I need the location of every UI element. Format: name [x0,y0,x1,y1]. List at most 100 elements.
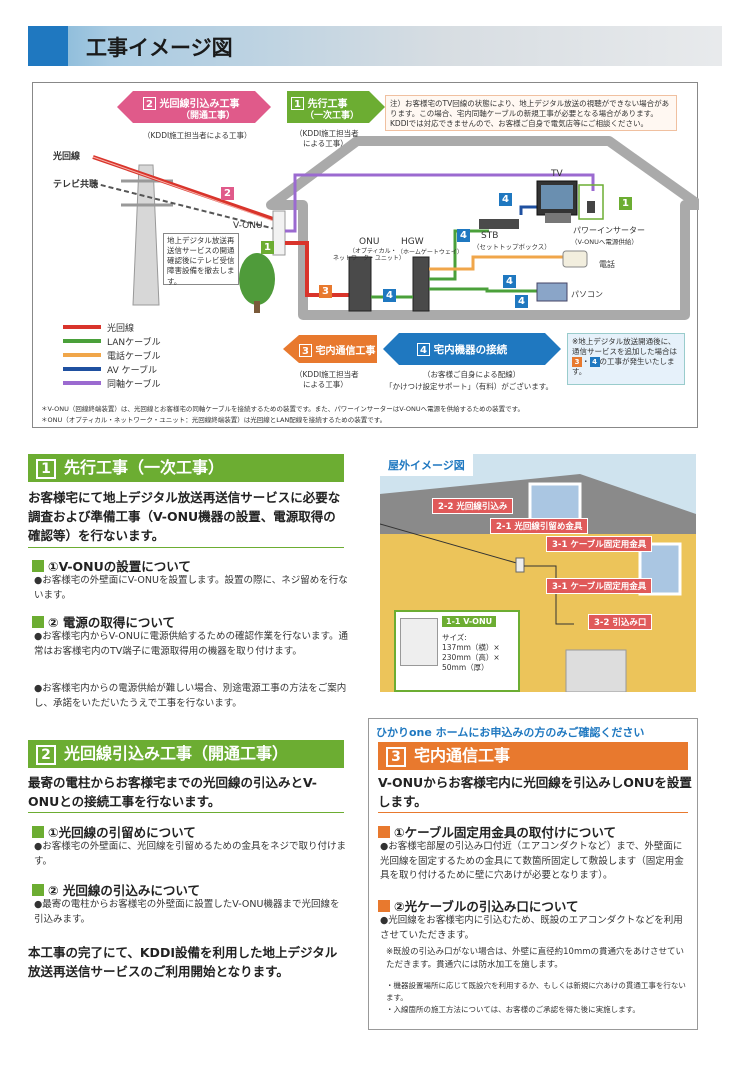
label-onu-sub2: ネットワーク・ユニット） [333,255,405,262]
arrow2-by: （KDDI施工担当者による工事） [143,131,252,140]
label-hikari: 光回線 [53,152,81,162]
section1-lead: お客様宅にて地上デジタル放送再送信サービスに必要な調査および準備工事（V-ONU… [28,490,341,543]
section2-sub1-text: ●お客様宅の外壁面に、光回線を引留めるための金具をネジで取り付けます。 [34,841,347,867]
label-stb-sub: （セットトップボックス） [473,243,551,251]
vonu-photo [400,618,438,666]
label-onu-sub1: （オプティカル・ [349,248,397,255]
badge-3-indoor: 3 [319,279,332,298]
section2-divider [28,812,344,813]
pc-device [536,282,568,302]
section1-sub1-text: ●お客様宅の外壁面にV-ONUを設置します。設置の際に、ネジ留めを行ないます。 [34,575,348,601]
section3-banner: ひかりone ホームにお申込みの方のみご確認ください [376,726,645,739]
label-tv: TV [551,169,563,179]
label-hgw-sub: （ホームゲートウェイ） [397,249,463,256]
tag-2-2: 2-2 光回線引込み [432,498,514,514]
utility-pole [132,164,160,306]
section2-sub2: ② 光回線の引込みについて [32,880,200,899]
arrow1-by-1: （KDDI施工担当者 [295,129,359,138]
arrow-4 [383,333,561,365]
construction-diagram: 2 光回線引込み工事 （開通工事） （KDDI施工担当者による工事） 1 先行工… [32,82,699,428]
arrow3-by-2: による工事） [303,380,348,389]
footnote-1: ＊V-ONU（回線終端装置）は、光回線とお客様宅の同軸ケーブルを接続するための装… [41,405,524,413]
section3-sub2-text4: ・入線箇所の施工方法については、お客様のご承認を得た後に実施します。 [386,1005,640,1014]
arrow1-label: 1 先行工事 [291,95,347,110]
hgw-device [412,256,430,312]
vonu-size-d: 50mm（厚） [442,663,489,672]
section1-sub1: ①V-ONUの設置について [32,556,191,575]
label-hgw: HGW [401,237,424,247]
badge-4-onu: 4 [383,283,396,302]
section3-sub1-text: ●お客様宅部屋の引込み口付近（エアコンダクトなど）まで、外壁面に光回線を固定する… [380,841,684,882]
tag-2-1: 2-1 光回線引留め金具 [490,518,589,534]
label-power-inserter: パワーインサーター [573,226,645,235]
section2-sub1: ①光回線の引留めについて [32,822,196,841]
label-tv-kyocho: テレビ共聴 [53,180,99,190]
section1-divider [28,547,344,548]
vonu-size-w: 137mm（横）× [442,643,500,652]
construction-note: 注）お客様宅のTV回線の状態により、地上デジタル放送の視聴ができない場合がありま… [385,95,677,131]
page-header: 工事イメージ図 [28,26,722,66]
badge-2-fiber: 2 [221,181,234,200]
phone-device [562,250,588,268]
outdoor-image: 屋外イメージ図 2-2 光回線引込み 2-1 光回線引留め金具 3-1 ケーブル… [380,454,696,692]
arrow1-by-2: による工事） [303,139,348,148]
fiber-indoor [285,241,363,297]
arrow4-by-1: （お客様ご自身による配線） [423,370,521,379]
page-title: 工事イメージ図 [86,36,233,60]
legend-coax: 同軸ケーブル [107,380,161,390]
tag-3-1a: 3-1 ケーブル固定用金具 [546,536,653,552]
section1-sub2-text1: ●お客様宅内からV-ONUに電源供給するための確認作業を行ないます。通常はお客様… [34,631,349,657]
arrow3-by-1: （KDDI施工担当者 [295,370,359,379]
section3-divider [378,812,688,813]
outdoor-title: 屋外イメージ図 [380,454,473,476]
tag-3-1b: 3-1 ケーブル固定用金具 [546,578,653,594]
header-accent [28,26,68,66]
onu-device [348,256,372,312]
legend-av: AV ケーブル [107,366,158,376]
section3-sub2-text2: ※既設の引込み口がない場合は、外壁に直径約10mmの貫通穴をあけさせていただきま… [386,947,685,971]
section1-sub2: ② 電源の取得について [32,612,175,631]
arrow2-label-2: （開通工事） [181,111,236,121]
power-inserter [578,184,604,220]
label-pc: パソコン [571,290,603,299]
label-vonu: V-ONU [233,221,263,231]
badge-4-stb: 4 [457,223,470,242]
vonu-size-h: 230mm（高）× [442,653,500,662]
section1-sub2-text2: ●お客様宅内からの電源供給が難しい場合、別途電源工事の方法をご案内し、承諾をいた… [34,683,347,709]
badge-4-phone: 4 [503,269,516,288]
label-stb: STB [481,231,499,241]
label-power-inserter-sub: （V-ONUへ電源供給） [571,238,638,246]
arrow2-label: 2 光回線引込み工事 [143,95,239,110]
arrow-1 [287,91,385,123]
section2-sub2-text: ●最寄の電柱からお客様宅の外壁面に設置したV-ONU機器まで光回線を引込みます。 [34,899,340,925]
section3-sub2-text1: ●光回線をお客様宅内に引込むため、既設のエアコンダクトなどを利用させていただきま… [380,915,683,941]
legend-phone: 電話ケーブル [107,352,161,362]
arrow4-label: 4 宅内機器の接続 [417,342,507,357]
stb-device [479,219,519,229]
vonu-tag: 1-1 V-ONU [442,616,497,627]
legend-hikari: 光回線 [107,324,135,334]
arrow3-label: 3 宅内通信工事 [299,342,375,357]
badge-1-pi: 1 [619,191,632,210]
label-onu: ONU [359,237,380,247]
tag-3-2: 3-2 引込み口 [588,614,653,630]
badge-4-pc: 4 [515,289,528,308]
coax-line [285,173,595,233]
vonu-inset: 1-1 V-ONU サイズ: 137mm（横）× 230mm（高）× 50mm（… [394,610,520,692]
section3-sub2-text3: ・機器設置場所に応じて既設穴を利用するか、もしくは新規に穴あけの貫通工事を行ない… [386,981,686,1002]
arrow4-by-2: 「かけつけ設定サポート」（有料）がございます。 [385,382,553,391]
section2-lead: 最寄の電柱からお客様宅までの光回線の引込みとV-ONUとの接続工事を行ないます。 [28,775,317,809]
section3-sub2: ②光ケーブルの引込み口について [378,896,578,915]
diagram-graphics [63,91,699,385]
tv-kyocho-line [92,182,284,232]
badge-1-vonu: 1 [261,235,274,254]
section3-sub1: ①ケーブル固定用金具の取付けについて [378,822,616,841]
section3-box [368,718,698,1030]
section3-lead: V-ONUからお客様宅内に光回線を引込みしONUを設置します。 [378,775,692,809]
label-phone: 電話 [599,260,615,269]
callout-tv-removal: 地上デジタル放送再送信サービスの開通確認後にテレビ受信障害設備を撤去します。 [163,233,239,286]
